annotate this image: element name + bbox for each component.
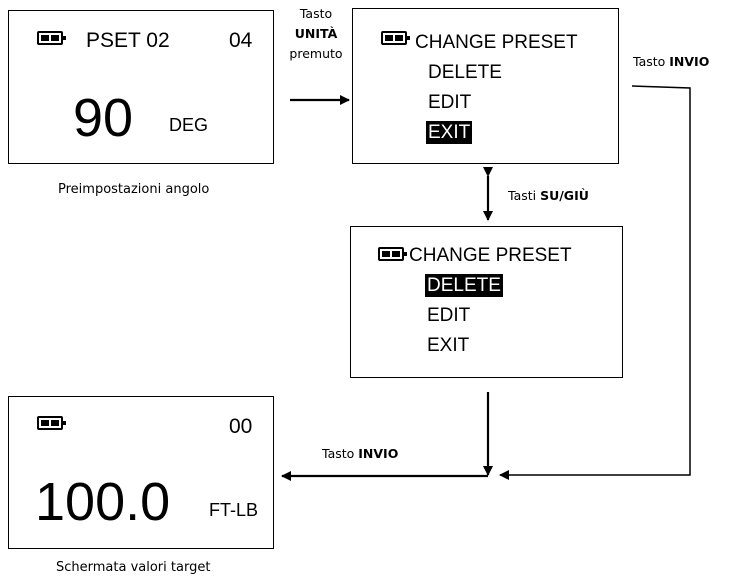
enter-key-label-bottom: Tasto INVIO [322, 446, 398, 461]
angle-value: 90 [73, 88, 134, 148]
unit-key-line1: Tasto [299, 6, 333, 21]
change-preset-exit-screen: CHANGE PRESET DELETE EDIT EXIT [352, 8, 619, 164]
change-preset-delete-screen: CHANGE PRESET DELETE EDIT EXIT [350, 226, 623, 378]
target-values-screen: 00 100.0 FT-LB [8, 396, 274, 549]
menu-title: CHANGE PRESET [415, 32, 578, 53]
menu-item-edit: EDIT [428, 92, 472, 113]
preset-number: 04 [229, 29, 253, 52]
battery-icon [37, 416, 66, 430]
selected-item: DELETE [425, 274, 503, 297]
enter-key-bold: INVIO [669, 54, 710, 69]
enter-key-prefix: Tasto [633, 54, 670, 69]
unit-key-line2: UNITÀ [294, 26, 338, 41]
target-value: 100.0 [35, 472, 171, 532]
menu-item-exit: EXIT [427, 335, 470, 356]
menu-title: CHANGE PRESET [409, 245, 572, 266]
selected-item: EXIT [426, 121, 473, 144]
updown-keys-label: Tasti SU/GIÙ [508, 188, 589, 203]
battery-icon [381, 31, 410, 45]
angle-preset-screen: PSET 02 04 90 DEG [8, 10, 274, 164]
unit-key-line3: premuto [289, 46, 343, 61]
angle-preset-caption: Preimpostazioni angolo [58, 182, 210, 197]
enter-key-bold: INVIO [358, 446, 399, 461]
arrow-enter-right-path [499, 85, 691, 480]
target-unit: FT-LB [209, 500, 259, 520]
menu-item-edit: EDIT [427, 305, 471, 326]
angle-unit: DEG [169, 115, 209, 135]
enter-key-label-right: Tasto INVIO [633, 54, 709, 69]
menu-item-delete-selected: DELETE [425, 274, 503, 297]
menu-item-delete: DELETE [428, 62, 502, 83]
enter-key-prefix: Tasto [322, 446, 359, 461]
preset-label: PSET 02 [86, 29, 170, 52]
target-number: 00 [229, 415, 253, 438]
updown-bold: SU/GIÙ [540, 188, 589, 203]
updown-prefix: Tasti [508, 188, 541, 203]
unit-key-label: Tasto UNITÀ premuto [284, 4, 348, 64]
battery-icon [37, 31, 66, 45]
menu-item-exit-selected: EXIT [426, 121, 473, 144]
target-values-caption: Schermata valori target [56, 560, 211, 575]
battery-icon [378, 247, 407, 261]
